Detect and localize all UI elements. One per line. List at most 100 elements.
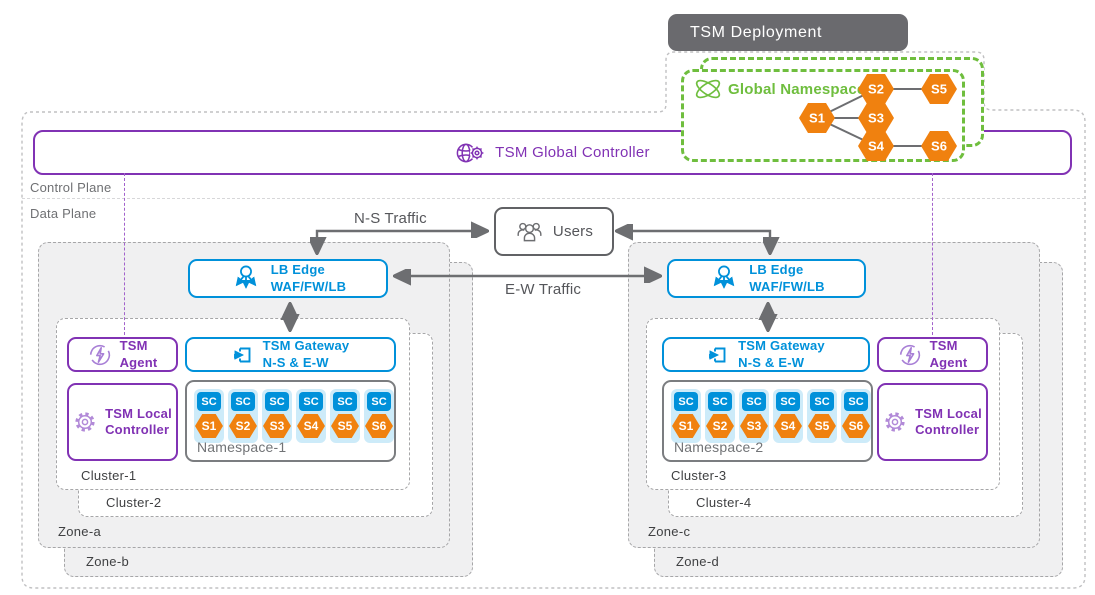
service-unit: SC S6 [364, 389, 394, 443]
service-hexagon: S3 [740, 414, 768, 438]
agent-icon [899, 344, 920, 365]
sidecar-chip: SC [776, 392, 800, 411]
sidecar-chip: SC [367, 392, 391, 411]
service-unit: SC S4 [773, 389, 803, 443]
service-hexagon: S1 [672, 414, 700, 438]
service-unit: SC S3 [739, 389, 769, 443]
control-plane-label: Control Plane [30, 180, 112, 195]
cluster-1-label: Cluster-1 [81, 468, 137, 483]
namespace-2-label: Namespace-2 [674, 439, 764, 455]
sidecar-chip: SC [708, 392, 732, 411]
service-hexagon [921, 74, 957, 104]
users-label: Users [552, 223, 594, 240]
deployment-header: TSM Deployment [668, 14, 908, 51]
local-controller-line1: TSM Local [915, 405, 982, 421]
service-hexagon-label: S6 [931, 139, 947, 154]
service-unit: SC S5 [330, 389, 360, 443]
zone-a-label: Zone-a [58, 524, 101, 539]
agent-line1: TSM [929, 338, 958, 354]
gear-icon [885, 412, 905, 432]
service-hexagon [858, 74, 894, 104]
service-hexagon-label: S4 [868, 139, 885, 154]
load-balancer-icon [714, 265, 735, 289]
deployment-title: TSM Deployment [690, 23, 822, 41]
atom-icon [695, 79, 721, 99]
sidecar-chip: SC [231, 392, 255, 411]
sidecar-chip: SC [265, 392, 289, 411]
cluster-2-label: Cluster-2 [106, 495, 162, 510]
control-link-left [124, 173, 125, 335]
plane-divider [22, 198, 1085, 199]
users-icon [517, 222, 542, 242]
service-hexagon: S6 [365, 414, 393, 438]
gateway-line1: TSM Gateway [262, 338, 350, 354]
data-plane-label: Data Plane [30, 206, 97, 221]
gateway-line2: N-S & E-W [738, 354, 805, 370]
namespace-1-label: Namespace-1 [197, 439, 287, 455]
service-hexagon: S2 [706, 414, 734, 438]
service-hexagon [921, 131, 957, 161]
cluster-3-label: Cluster-3 [671, 468, 727, 483]
gear-icon [75, 412, 95, 432]
service-hexagon: S4 [297, 414, 325, 438]
controller-label: TSM Global Controller [495, 144, 650, 161]
sidecar-chip: SC [197, 392, 221, 411]
service-hexagon-label: S2 [868, 82, 884, 97]
service-hexagon-label: S5 [931, 82, 947, 97]
zone-b-label: Zone-b [86, 554, 129, 569]
service-unit: SC S2 [228, 389, 258, 443]
service-hexagon [858, 103, 894, 133]
service-unit: SC S2 [705, 389, 735, 443]
ns-traffic-label: N-S Traffic [354, 210, 427, 227]
sidecar-chip: SC [299, 392, 323, 411]
load-balancer-icon [235, 265, 257, 289]
service-hexagon-label: S1 [809, 111, 825, 126]
ew-traffic-label: E-W Traffic [505, 281, 582, 298]
service-hexagon: S2 [229, 414, 257, 438]
gateway-line1: TSM Gateway [738, 338, 825, 354]
global-namespace-label: Global Namespace [728, 81, 866, 98]
gateway-icon [709, 347, 726, 362]
gateway-line2: N-S & E-W [262, 354, 329, 370]
gateway-icon [233, 347, 251, 362]
sidecar-chip: SC [674, 392, 698, 411]
lb-edge-line2: WAF/FW/LB [270, 278, 347, 294]
agent-icon [89, 344, 110, 365]
service-hexagon: S5 [808, 414, 836, 438]
service-hexagon-label: S3 [868, 111, 884, 126]
service-unit: SC S1 [671, 389, 701, 443]
globe-gear-icon [456, 143, 485, 162]
users-box: Users [494, 207, 614, 256]
lb-edge-line2: WAF/FW/LB [749, 278, 825, 294]
local-controller-line1: TSM Local [105, 405, 172, 421]
local-controller-line2: Controller [105, 422, 170, 437]
service-unit: SC S4 [296, 389, 326, 443]
agent-line1: TSM [119, 338, 148, 354]
service-hexagon: S5 [331, 414, 359, 438]
zone-d-label: Zone-d [676, 554, 719, 569]
sidecar-chip: SC [742, 392, 766, 411]
agent-line2: Agent [119, 354, 158, 370]
zone-c-label: Zone-c [648, 524, 691, 539]
agent-line2: Agent [929, 354, 968, 370]
sidecar-chip: SC [810, 392, 834, 411]
lb-edge-line1: LB Edge [270, 262, 325, 278]
sidecar-chip: SC [333, 392, 357, 411]
service-hexagon: S4 [774, 414, 802, 438]
cluster-4-label: Cluster-4 [696, 495, 752, 510]
service-hexagon [799, 103, 835, 133]
